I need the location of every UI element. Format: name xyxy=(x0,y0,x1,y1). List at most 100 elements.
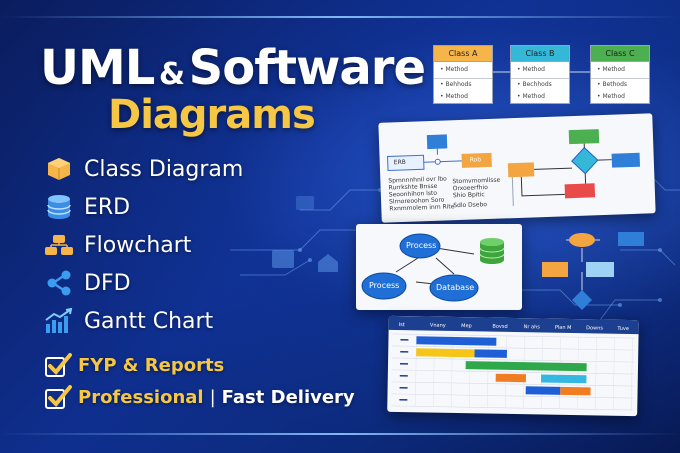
uml-class-row: • Method xyxy=(511,62,569,79)
gantt-bar xyxy=(416,336,497,346)
gantt-row-marker xyxy=(399,375,408,377)
gantt-grid-col-line xyxy=(558,336,561,409)
check-label-secondary: Fast Delivery xyxy=(221,386,355,408)
check-label: FYP & Reports xyxy=(78,354,225,376)
headline-line-1: UML & Software xyxy=(40,40,426,96)
uml-class-c: Class C • Method • Bethods • Method xyxy=(590,45,650,104)
gantt-grid-col-line xyxy=(468,335,471,408)
gantt-grid-row-line xyxy=(392,345,635,351)
checkbox-icon xyxy=(45,353,72,377)
gantt-chart: Ist Vnany Mep Bovsd Nr ahs Plan M Downs Tuve xyxy=(388,315,639,411)
uml-class-row: • Method xyxy=(597,93,625,100)
uml-class-b: Class B • Method • Bechhods • Method xyxy=(510,45,570,104)
headline-uml: UML xyxy=(40,40,155,96)
feature-class-diagram: Class Diagram xyxy=(42,150,243,188)
uml-class-row: • Behhods xyxy=(440,81,472,88)
dfd-database-label: Database xyxy=(436,283,475,292)
feature-gantt-chart: Gantt Chart xyxy=(42,302,243,340)
uml-class-header: Class C xyxy=(591,46,649,62)
gantt-grid-col-line xyxy=(594,337,597,410)
gantt-grid-col-line xyxy=(432,334,435,407)
dfd-process-left-label: Process xyxy=(369,281,400,290)
gantt-grid-row-line xyxy=(391,381,634,387)
check-label: Professional xyxy=(78,386,204,408)
feature-label: ERD xyxy=(84,194,131,220)
gantt-grid-col-line xyxy=(540,336,543,409)
gantt-grid-row-line xyxy=(392,333,635,339)
gantt-bar xyxy=(474,349,508,358)
feature-label: Class Diagram xyxy=(84,156,244,182)
gantt-header-band xyxy=(388,315,639,335)
gantt-grid-row-line xyxy=(391,393,634,399)
gantt-bar xyxy=(560,386,591,396)
headline-amp: & xyxy=(158,57,185,92)
uml-class-a: Class A • Method • Behhods • Method xyxy=(433,45,493,104)
gantt-row-marker xyxy=(400,339,409,341)
erd-flowchart-card: ERB Rob Spmnnnhnil ovr lbo Rurrkshte Bns… xyxy=(378,113,656,223)
gantt-header-label: Ist xyxy=(399,322,405,328)
check-professional-delivery: Professional | Fast Delivery xyxy=(44,382,355,412)
gantt-grid-row-line xyxy=(391,369,634,375)
feature-list: Class Diagram ERD xyxy=(42,150,243,340)
dfd-process-top-label: Process xyxy=(406,241,437,250)
share-nodes-icon xyxy=(42,268,76,298)
checkbox-icon xyxy=(45,385,72,409)
gantt-header-label: Tuve xyxy=(616,326,629,332)
gantt-bar xyxy=(525,386,561,395)
flowchart-icon xyxy=(42,230,76,260)
gantt-grid-col-line xyxy=(504,335,507,408)
box-icon xyxy=(42,154,76,184)
uml-class-row: • Bethods xyxy=(597,81,628,88)
feature-dfd: DFD xyxy=(42,264,243,302)
uml-class-header: Class A xyxy=(434,46,492,62)
gantt-grid-row-line xyxy=(391,405,634,411)
gantt-grid-col-line xyxy=(576,337,579,410)
gantt-bar xyxy=(495,373,527,383)
uml-class-row: • Method xyxy=(517,93,545,100)
gantt-header-label: Plan M xyxy=(555,325,572,331)
feature-flowchart: Flowchart xyxy=(42,226,243,264)
gantt-bar xyxy=(416,348,475,358)
feature-erd: ERD xyxy=(42,188,243,226)
dfd-card: Process Process Database xyxy=(356,224,522,310)
gantt-row-marker xyxy=(399,399,408,401)
check-list: FYP & Reports Professional | Fast Delive… xyxy=(44,350,355,414)
uml-class-row: • Bechhods xyxy=(517,81,552,88)
frame-line-top xyxy=(0,16,680,18)
uml-class-row: • Method xyxy=(591,62,649,79)
gantt-header-label: Vnany xyxy=(430,323,446,329)
headline-software: Software xyxy=(188,40,426,96)
dfd-diagram xyxy=(361,233,505,302)
gantt-grid-col-line xyxy=(486,335,489,408)
gantt-header-label: Downs xyxy=(586,325,603,331)
gantt-grid-col-line xyxy=(450,334,453,407)
erd-diagram xyxy=(387,129,641,207)
gantt-card: Ist Vnany Mep Bovsd Nr ahs Plan M Downs Tuve xyxy=(387,315,639,417)
frame-line-bottom xyxy=(0,433,680,435)
gantt-bar xyxy=(540,374,587,384)
gantt-row-marker xyxy=(400,363,409,365)
feature-label: DFD xyxy=(84,270,131,296)
feature-label: Gantt Chart xyxy=(84,308,214,334)
gantt-header-label: Nr ahs xyxy=(524,324,541,330)
gantt-header-label: Mep xyxy=(461,323,472,329)
uml-class-row: • Method xyxy=(440,93,468,100)
gantt-grid-row-line xyxy=(392,357,635,363)
gantt-header-label: Bovsd xyxy=(492,324,507,330)
uml-class-row: • Method xyxy=(434,62,492,79)
database-icon xyxy=(42,192,76,222)
headline-diagrams: Diagrams xyxy=(108,92,316,138)
gantt-row-marker xyxy=(400,351,409,353)
gantt-bar xyxy=(465,361,587,372)
feature-label: Flowchart xyxy=(84,232,192,258)
gantt-grid-col-line xyxy=(630,338,633,411)
gantt-row-marker xyxy=(399,387,408,389)
gantt-grid-col-line xyxy=(414,334,417,407)
check-fyp-reports: FYP & Reports xyxy=(44,350,355,380)
gantt-grid-col-line xyxy=(612,337,615,410)
bar-chart-icon xyxy=(42,306,76,336)
check-separator: | xyxy=(209,386,216,408)
uml-class-header: Class B xyxy=(511,46,569,62)
